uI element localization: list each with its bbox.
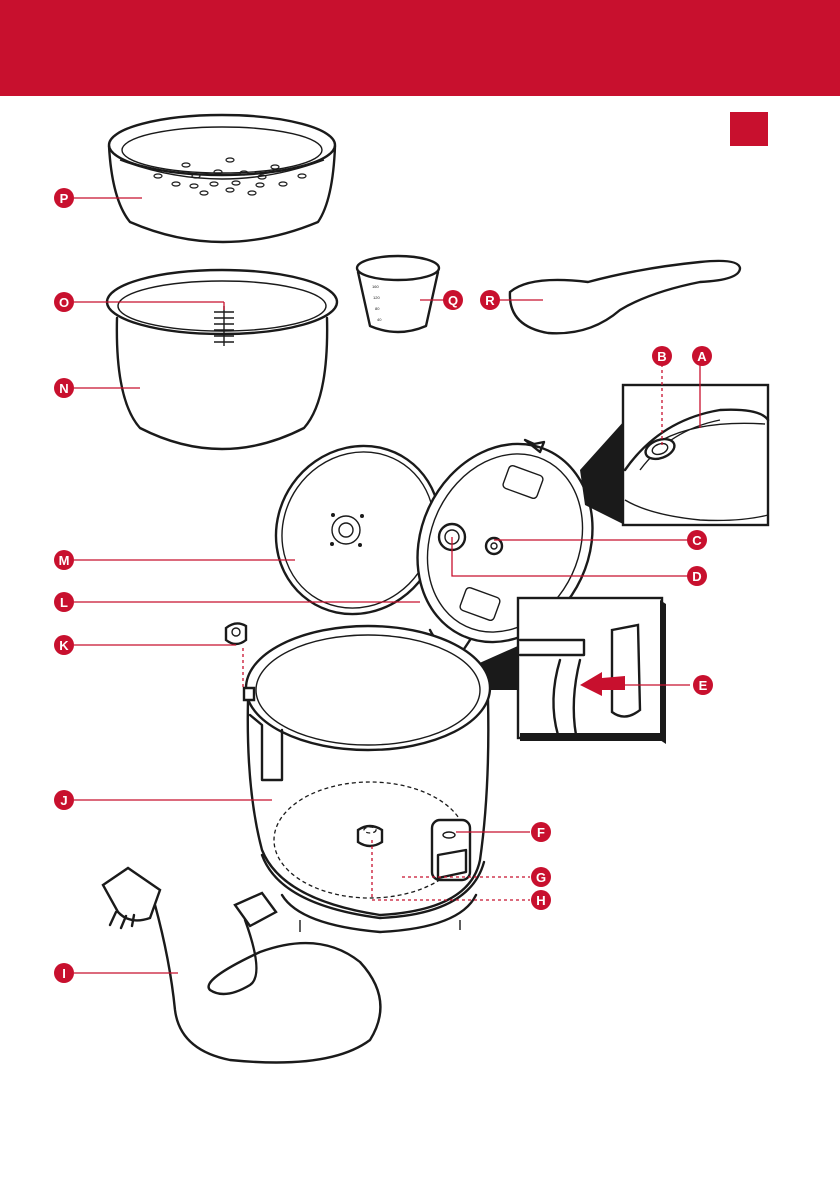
cup-mark-160: 160	[372, 284, 379, 289]
callout-o: O	[54, 292, 74, 312]
callout-q-label: Q	[448, 293, 458, 308]
callout-l-label: L	[60, 595, 68, 610]
callout-g: G	[531, 867, 551, 887]
callout-b-label: B	[657, 349, 666, 364]
lid-handle-detail-inset	[580, 385, 768, 525]
cup-mark-80: 80	[375, 306, 380, 311]
callout-r-label: R	[485, 293, 495, 308]
measuring-cup-drawing: 160 120 80 40	[357, 256, 439, 332]
callout-k: K	[54, 635, 74, 655]
callout-m-label: M	[59, 553, 70, 568]
callout-q: Q	[443, 290, 463, 310]
callout-r: R	[480, 290, 500, 310]
callout-d-label: D	[692, 569, 701, 584]
steamer-basket-drawing	[109, 115, 335, 242]
callout-f-label: F	[537, 825, 545, 840]
callout-j: J	[54, 790, 74, 810]
callout-e-label: E	[699, 678, 708, 693]
callout-g-label: G	[536, 870, 546, 885]
cooker-body-drawing	[244, 626, 490, 932]
rice-spoon-drawing	[510, 261, 740, 333]
power-cord-drawing	[103, 868, 380, 1063]
callout-l: L	[54, 592, 74, 612]
callout-b: B	[652, 346, 672, 366]
callout-d: D	[687, 566, 707, 586]
callout-h: H	[531, 890, 551, 910]
callout-c: C	[687, 530, 707, 550]
callout-k-label: K	[59, 638, 69, 653]
callout-n-label: N	[59, 381, 68, 396]
callout-n: N	[54, 378, 74, 398]
callout-c-label: C	[692, 533, 702, 548]
callout-a-label: A	[697, 349, 707, 364]
callout-p-label: P	[60, 191, 69, 206]
callout-a: A	[692, 346, 712, 366]
callout-m: M	[54, 550, 74, 570]
inner-pot-drawing	[107, 270, 337, 449]
cup-mark-120: 120	[373, 295, 380, 300]
callout-f: F	[531, 822, 551, 842]
callout-o-label: O	[59, 295, 69, 310]
cup-mark-40: 40	[377, 317, 382, 322]
callout-h-label: H	[536, 893, 545, 908]
callout-i-label: I	[62, 966, 66, 981]
callout-j-label: J	[60, 793, 67, 808]
callout-i: I	[54, 963, 74, 983]
steam-vent-knob-drawing	[226, 623, 246, 644]
callout-e: E	[693, 675, 713, 695]
callout-p: P	[54, 188, 74, 208]
